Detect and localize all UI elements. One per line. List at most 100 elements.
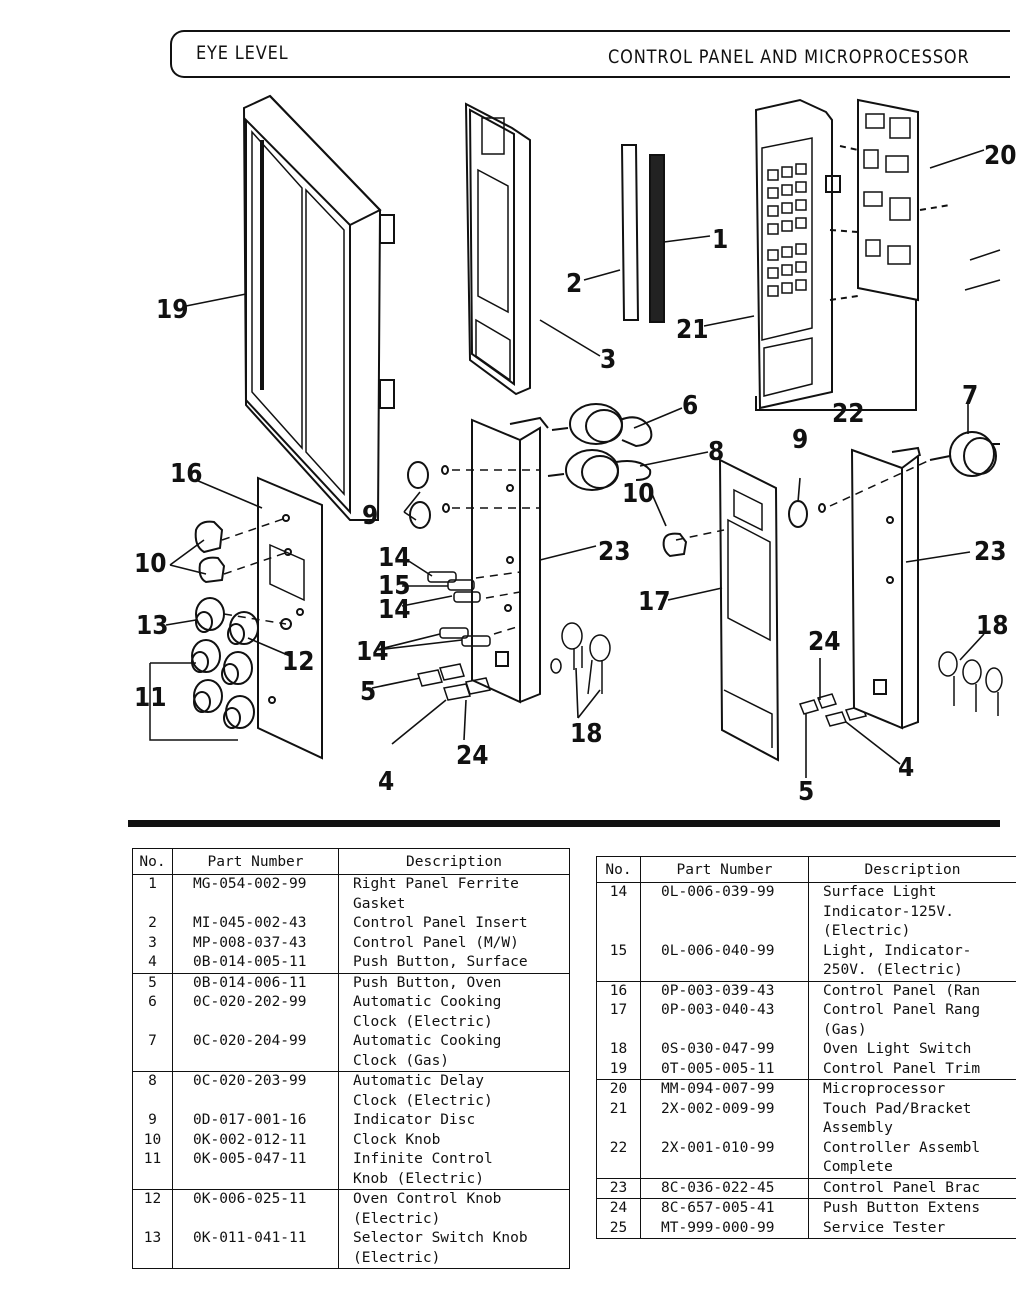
- callout-6: 6: [682, 391, 698, 421]
- part-20-microprocessor: [857, 98, 951, 302]
- col-no: No.: [132, 848, 173, 875]
- part-23-bracket-right: [850, 446, 921, 730]
- callout-10: 10: [134, 549, 167, 579]
- part-description: Selector Switch Knob(Electric): [338, 1229, 570, 1269]
- item-number: 15: [609, 942, 628, 959]
- part-number: 2X-002-009-99: [640, 1099, 809, 1139]
- item-number: 22: [609, 1139, 628, 1156]
- part-number: 0K-002-012-11: [172, 1130, 339, 1150]
- callout-23-right: 23: [974, 537, 1007, 567]
- callout-8: 8: [708, 437, 724, 467]
- callout-16: 16: [170, 459, 203, 489]
- callout-11: 11: [134, 683, 167, 713]
- part-number: 0B-014-005-11: [172, 953, 339, 973]
- section-title: CONTROL PANEL AND MICROPROCESSOR: [608, 46, 970, 68]
- title-banner: EYE LEVEL CONTROL PANEL AND MICROPROCESS…: [170, 30, 1010, 78]
- callout-14-b: 14: [378, 595, 411, 625]
- part-description: Oven Control Knob(Electric): [338, 1189, 570, 1229]
- part-3-control-panel-mw: [464, 102, 531, 396]
- callout-19: 19: [156, 295, 189, 325]
- item-number: 4: [148, 954, 157, 970]
- col-description: Description: [338, 848, 570, 875]
- part-description: Push Button, Surface: [338, 953, 570, 973]
- item-number: 19: [609, 1060, 628, 1077]
- part-10-clock-knob-gas: [662, 532, 688, 558]
- item-number: 18: [609, 1041, 628, 1057]
- callout-14-c: 14: [356, 637, 389, 667]
- part-number: 2X-001-010-99: [640, 1138, 809, 1178]
- callout-24: 24: [456, 741, 489, 771]
- part-description: Clock Knob: [338, 1130, 570, 1150]
- item-number: 6: [148, 994, 157, 1010]
- callout-10-right: 10: [622, 479, 655, 509]
- part-6-automatic-cooking-clock: [551, 403, 653, 448]
- item-number: 17: [609, 1002, 628, 1018]
- exploded-parts-diagram: 1 2 3 4 4 5 5 6 7 8 9 9 10 10 11 12 13 1…: [134, 94, 1016, 807]
- part-number: 0L-006-039-99: [640, 882, 809, 942]
- callout-9-right: 9: [792, 425, 808, 455]
- part-description: Control Panel Trim: [808, 1059, 1016, 1080]
- part-8-automatic-delay-clock: [547, 449, 652, 491]
- parts-table-right: No. Part Number Description 14 0L-006-039…: [596, 856, 1016, 1239]
- part-number: 0P-003-039-43: [640, 980, 809, 1001]
- callout-3: 3: [600, 345, 616, 375]
- part-number: 0B-014-006-11: [172, 972, 339, 993]
- part-1-2-gasket-insert: [620, 144, 665, 323]
- callout-22: 22: [832, 399, 865, 429]
- callout-17: 17: [638, 587, 671, 617]
- part-number: MI-045-002-43: [172, 914, 339, 934]
- item-number: 5: [132, 972, 173, 993]
- part-description: Service Tester: [808, 1218, 1016, 1239]
- callout-21: 21: [676, 315, 709, 345]
- part-description: Push Button, Oven: [338, 972, 570, 993]
- item-number: 24: [596, 1198, 641, 1219]
- col-part-number: Part Number: [640, 856, 809, 883]
- callout-20: 20: [984, 141, 1016, 171]
- part-description: Control Panel Insert: [338, 914, 570, 934]
- item-number: 14: [609, 884, 628, 900]
- item-number: 20: [596, 1079, 641, 1100]
- part-number: 0D-017-001-16: [172, 1111, 339, 1131]
- part-description: Indicator Disc: [338, 1111, 570, 1131]
- item-number: 13: [143, 1230, 162, 1246]
- part-number: 0K-006-025-11: [172, 1189, 339, 1229]
- part-description: Push Button Extens: [808, 1198, 1016, 1219]
- item-number: 3: [148, 934, 157, 951]
- item-number: 21: [609, 1100, 628, 1117]
- part-number: 0C-020-204-99: [172, 1032, 339, 1072]
- col-no: No.: [596, 856, 641, 883]
- callout-9: 9: [362, 501, 378, 531]
- part-description: Control Panel Rang(Gas): [808, 1001, 1016, 1040]
- part-18-oven-light-switch: [550, 622, 1003, 716]
- callout-23: 23: [598, 537, 631, 567]
- item-number: 1: [148, 876, 157, 892]
- item-number: 16: [596, 980, 641, 1001]
- part-number: 0T-005-005-11: [640, 1059, 809, 1080]
- col-description: Description: [808, 856, 1016, 883]
- item-number: 10: [143, 1131, 162, 1148]
- callout-18-right: 18: [976, 611, 1009, 641]
- part-17-gas-control-panel: [718, 458, 780, 762]
- part-number: 0P-003-040-43: [640, 1001, 809, 1040]
